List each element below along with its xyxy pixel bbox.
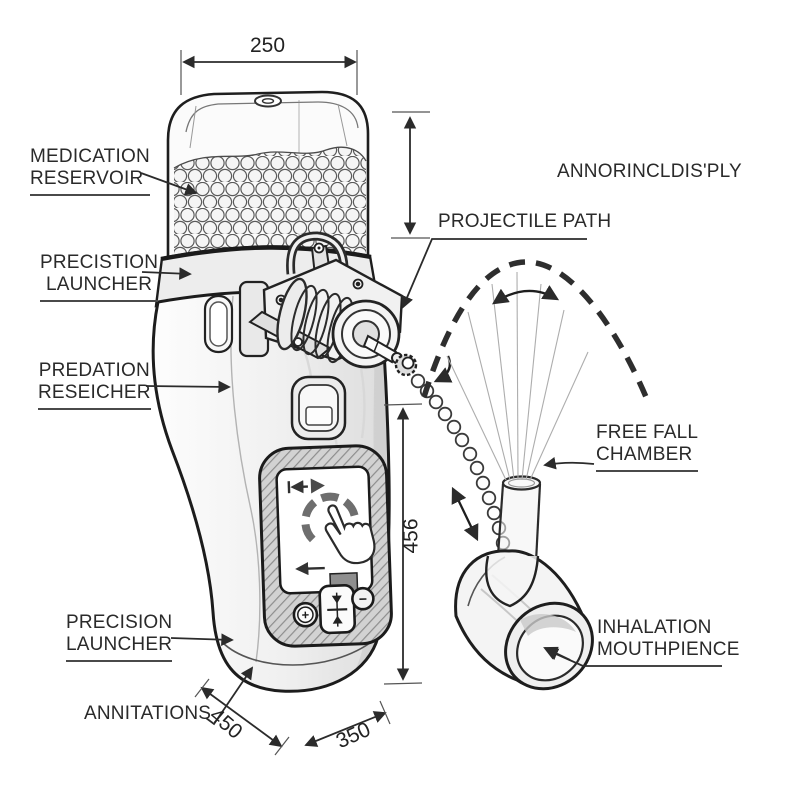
leader-predation-reseicher [145,380,231,394]
dimension-lines [180,50,430,756]
tube-cuff [485,555,540,608]
width-dimension-350 [304,700,391,747]
depth-dimension-450 [194,678,290,756]
minus-glyph: − [358,591,367,607]
leader-lines [140,172,722,726]
spread-double-arrow [491,285,560,305]
reservoir-height-dimension [391,111,430,239]
label-precision-launcher-top: PRECISTION LAUNCHER [40,252,159,303]
center-align-button [318,584,357,635]
label-precision-launcher-bottom: PRECISION LAUNCHER [66,612,173,663]
left-arrow-icon [295,561,325,576]
minus-button: − [351,586,375,611]
plus-button: + [292,601,319,628]
base-contour-line [221,639,375,666]
launch-rod [362,334,398,364]
inhalation-mouthpiece [454,549,594,691]
leader-precision-launcher-top [141,267,192,280]
projectile-trajectory [421,259,652,542]
height-dimension-456 [383,403,423,685]
body-seam-line [230,295,261,663]
label-medication-reservoir: MEDICATION RESERVOIR [30,146,150,197]
label-free-fall-chamber: FREE FALL CHAMBER [596,422,699,473]
plus-glyph: + [301,607,310,622]
trajectory-dashed-arc [421,259,652,406]
leader-inhalation-mouthpiece [545,648,722,667]
dimension-value-250: 250 [250,34,286,57]
fall-double-arrow [451,486,479,542]
label-annor-display: ANNORINCLDIS'PLY [557,161,742,182]
label-annitations: ANNITATIONS [84,703,212,724]
back-arrow-icon [287,480,308,494]
hand-pointer-icon [324,504,376,565]
launcher-mechanism [238,231,453,383]
label-projectile-path: PROJECTILE PATH [438,211,612,232]
spring-coil [276,277,354,364]
leader-medication-reservoir [140,172,198,196]
label-predation-reseicher: PREDATION RESEICHER [38,360,151,411]
leader-precision-launcher-bottom [170,633,234,646]
rotation-arrow [433,355,453,383]
label-inhalation-mouthpiece: INHALATION MOUTHPIENCE [597,617,740,661]
dimension-value-456: 456 [399,518,423,554]
leader-free-fall-chamber [543,456,595,470]
play-icon [310,478,325,494]
free-fall-chamber [495,475,542,571]
width-dimension-250 [180,50,358,95]
leader-projectile-path [401,238,587,309]
trajectory-fan-lines [446,271,589,481]
fill-cap [254,94,282,108]
control-display-module: + − [258,444,393,648]
leader-annitations [205,666,254,726]
